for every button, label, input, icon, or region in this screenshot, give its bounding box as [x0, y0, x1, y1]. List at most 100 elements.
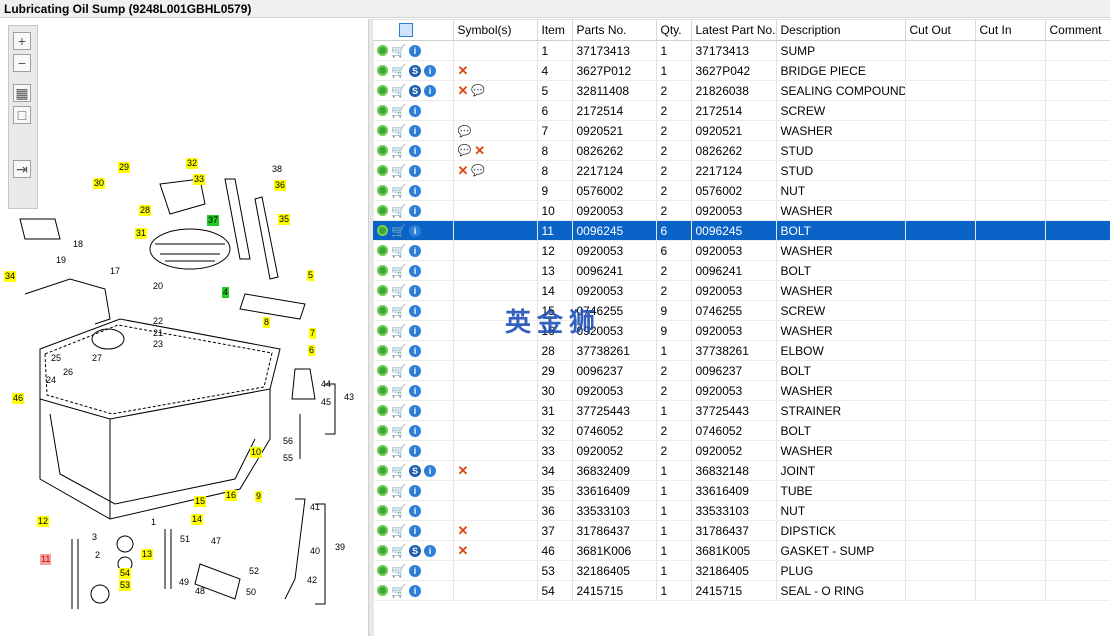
callout-50[interactable]: 50 — [246, 587, 257, 597]
callout-23[interactable]: 23 — [153, 339, 164, 349]
callout-20[interactable]: 20 — [153, 281, 164, 291]
cart-icon[interactable]: 🛒 — [391, 283, 406, 298]
header-description[interactable]: Description — [776, 19, 906, 41]
callout-42[interactable]: 42 — [307, 575, 318, 585]
info-icon[interactable]: i — [423, 84, 436, 97]
info-icon[interactable]: i — [423, 64, 436, 77]
callout-54[interactable]: 54 — [119, 568, 132, 579]
callout-47[interactable]: 47 — [211, 536, 222, 546]
cart-icon[interactable]: 🛒 — [391, 203, 406, 218]
callout-30[interactable]: 30 — [93, 178, 106, 189]
search-column-header[interactable] — [373, 19, 454, 41]
info-icon[interactable]: i — [408, 404, 421, 417]
callout-48[interactable]: 48 — [195, 586, 206, 596]
header-symbols[interactable]: Symbol(s) — [453, 19, 538, 41]
header-item[interactable]: Item — [537, 19, 573, 41]
info-icon[interactable]: i — [408, 584, 421, 597]
info-icon[interactable]: i — [408, 184, 421, 197]
info-icon[interactable]: i — [408, 504, 421, 517]
gear-icon[interactable] — [377, 425, 388, 437]
callout-31[interactable]: 31 — [135, 228, 148, 239]
header-parts-no[interactable]: Parts No. — [572, 19, 657, 41]
gear-icon[interactable] — [377, 505, 388, 517]
supersession-icon[interactable]: S — [408, 64, 421, 77]
zoom-out-icon[interactable]: − — [13, 54, 31, 72]
info-icon[interactable]: i — [408, 304, 421, 317]
info-icon[interactable]: i — [408, 484, 421, 497]
search-icon[interactable] — [399, 23, 413, 38]
cart-icon[interactable]: 🛒 — [391, 83, 406, 98]
callout-24[interactable]: 24 — [46, 375, 57, 385]
gear-icon[interactable] — [377, 485, 388, 497]
callout-45[interactable]: 45 — [321, 397, 332, 407]
callout-26[interactable]: 26 — [63, 367, 74, 377]
callout-14[interactable]: 14 — [191, 514, 204, 525]
cart-icon[interactable]: 🛒 — [391, 483, 406, 498]
zoom-in-icon[interactable]: + — [13, 32, 31, 50]
callout-6[interactable]: 6 — [308, 345, 316, 356]
info-icon[interactable]: i — [408, 524, 421, 537]
note-bubble-icon[interactable]: 💬 — [471, 165, 486, 177]
gear-icon[interactable] — [377, 165, 388, 177]
callout-22[interactable]: 22 — [153, 316, 164, 326]
gear-icon[interactable] — [377, 105, 388, 117]
callout-28[interactable]: 28 — [139, 205, 152, 216]
info-icon[interactable]: i — [408, 144, 421, 157]
cart-icon[interactable]: 🛒 — [391, 123, 406, 138]
gear-icon[interactable] — [377, 385, 388, 397]
callout-9[interactable]: 9 — [255, 491, 263, 502]
info-icon[interactable]: i — [408, 124, 421, 137]
replaced-cross-icon[interactable]: ✕ — [457, 462, 469, 478]
info-icon[interactable]: i — [408, 224, 421, 237]
gear-icon[interactable] — [377, 305, 388, 317]
gear-icon[interactable] — [377, 525, 388, 537]
cart-icon[interactable]: 🛒 — [391, 343, 406, 358]
callout-4[interactable]: 4 — [222, 287, 230, 298]
callout-1[interactable]: 1 — [151, 517, 157, 527]
fit-page-icon[interactable]: □ — [13, 106, 31, 124]
cart-icon[interactable]: 🛒 — [391, 43, 406, 58]
header-latest-part-no[interactable]: Latest Part No. — [691, 19, 777, 41]
replaced-cross-icon[interactable]: ✕ — [474, 142, 486, 158]
info-icon[interactable]: i — [408, 364, 421, 377]
info-icon[interactable]: i — [408, 264, 421, 277]
cart-icon[interactable]: 🛒 — [391, 183, 406, 198]
supersession-icon[interactable]: S — [408, 464, 421, 477]
info-icon[interactable]: i — [408, 344, 421, 357]
gear-icon[interactable] — [377, 65, 388, 77]
gear-icon[interactable] — [377, 545, 388, 557]
gear-icon[interactable] — [377, 125, 388, 137]
gear-icon[interactable] — [377, 205, 388, 217]
info-icon[interactable]: i — [408, 444, 421, 457]
callout-44[interactable]: 44 — [321, 379, 332, 389]
info-icon[interactable]: i — [408, 44, 421, 57]
callout-51[interactable]: 51 — [180, 534, 191, 544]
gear-icon[interactable] — [377, 225, 388, 237]
header-cut-out[interactable]: Cut Out — [905, 19, 976, 41]
info-icon[interactable]: i — [408, 164, 421, 177]
gear-icon[interactable] — [377, 265, 388, 277]
cart-icon[interactable]: 🛒 — [391, 583, 406, 598]
cart-icon[interactable]: 🛒 — [391, 63, 406, 78]
callout-39[interactable]: 39 — [335, 542, 346, 552]
callout-7[interactable]: 7 — [309, 328, 317, 339]
callout-16[interactable]: 16 — [225, 490, 238, 501]
gear-icon[interactable] — [377, 325, 388, 337]
gear-icon[interactable] — [377, 45, 388, 57]
